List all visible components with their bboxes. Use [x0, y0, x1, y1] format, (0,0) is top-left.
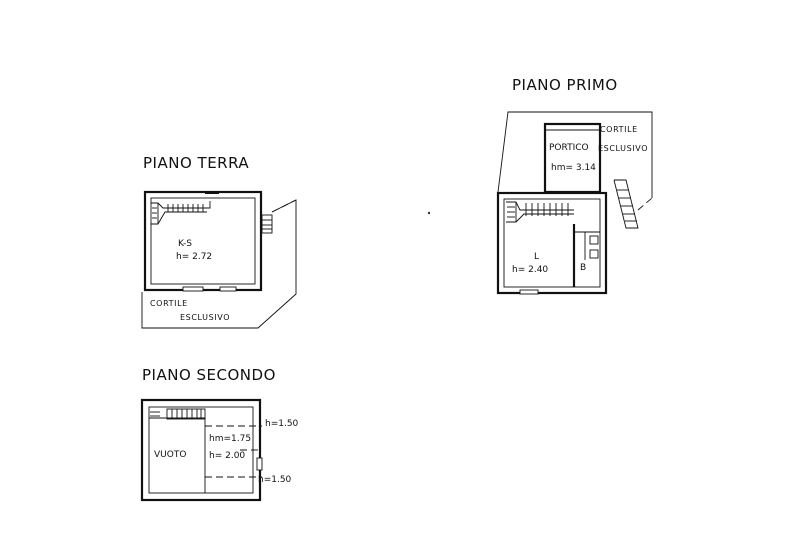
piano-terra-plan: PIANO TERRA [141, 154, 297, 329]
secondo-edge-height-top: h=1.50 [265, 419, 299, 429]
piano-primo-title: PIANO PRIMO [512, 76, 618, 94]
primo-room-name: L [534, 252, 539, 262]
secondo-window-right [256, 457, 263, 471]
terra-courtyard-outline [141, 199, 297, 329]
terra-staircase [151, 201, 211, 225]
terra-room-name: K-S [178, 239, 192, 249]
primo-outer-wall [496, 191, 608, 295]
primo-courtyard-outline [497, 111, 653, 198]
terra-window-bottom [182, 286, 204, 292]
terra-courtyard-dashed [271, 199, 297, 213]
secondo-outer-wall [140, 398, 262, 502]
primo-bath-name: B [580, 263, 586, 273]
primo-courtyard-label-2: ESCLUSIVO [598, 144, 648, 153]
primo-inner-wall [503, 198, 601, 288]
piano-secondo-title: PIANO SECONDO [142, 366, 276, 384]
terra-window-bottom-2 [219, 286, 237, 292]
secondo-room-height-mean: hm=1.75 [209, 434, 251, 444]
primo-portico-name: PORTICO [549, 143, 589, 153]
primo-window-bottom [519, 289, 539, 295]
terra-window-top [205, 191, 219, 194]
secondo-void-name: VUOTO [154, 450, 186, 460]
primo-bath-fixture-2 [589, 249, 599, 259]
secondo-room-height: h= 2.00 [209, 451, 245, 461]
stray-mark [427, 211, 431, 215]
primo-external-stair [613, 179, 639, 229]
secondo-staircase [150, 408, 206, 420]
primo-staircase [506, 201, 574, 223]
primo-courtyard-dashed [637, 197, 653, 211]
terra-courtyard-label-1: CORTILE [150, 299, 188, 308]
piano-terra-title: PIANO TERRA [143, 154, 249, 172]
terra-room-height: h= 2.72 [176, 252, 212, 262]
secondo-edge-height-bottom: h=1.50 [258, 475, 292, 485]
piano-secondo-plan: PIANO SECONDO VUOTO hm=1.75 h= 2.00 h=1.… [140, 366, 299, 502]
primo-bath-fixture [589, 235, 599, 245]
terra-external-stair [261, 214, 273, 234]
primo-courtyard-label-1: CORTILE [600, 125, 638, 134]
terra-inner-wall [150, 197, 256, 285]
terra-courtyard-label-2: ESCLUSIVO [180, 313, 230, 322]
piano-primo-plan: PIANO PRIMO [496, 76, 653, 295]
primo-room-height: h= 2.40 [512, 265, 548, 275]
primo-portico-height: hm= 3.14 [551, 163, 596, 173]
primo-portico [543, 122, 602, 194]
